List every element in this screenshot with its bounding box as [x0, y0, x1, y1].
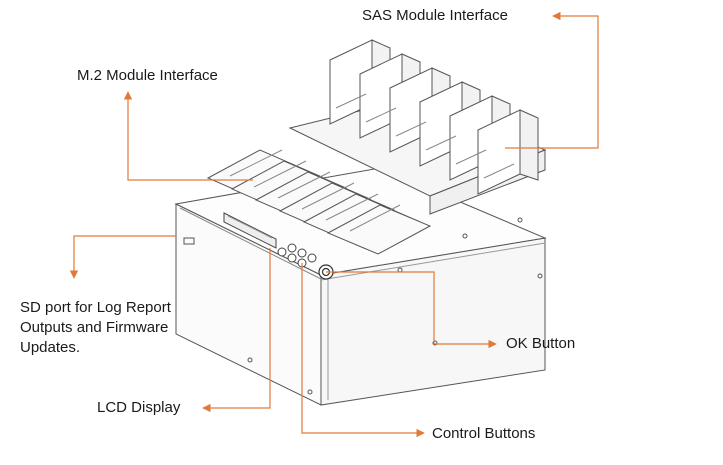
lcd-display-label: LCD Display: [97, 399, 181, 416]
m2-module-label: M.2 Module Interface: [77, 67, 218, 84]
lcd-display: [223, 212, 277, 249]
sas-module-label: SAS Module Interface: [362, 7, 508, 24]
control-buttons: [277, 243, 317, 268]
sas-modules: [288, 39, 547, 215]
front-logo: [183, 237, 195, 245]
sd-port-label-line1: SD port for Log Report: [20, 299, 171, 316]
sd-callout-line: [69, 235, 176, 279]
sd-port-label: SD port for Log Report Outputs and Firmw…: [20, 298, 220, 358]
control-callout-line: [301, 263, 425, 438]
m2-callout-line: [123, 91, 253, 181]
sas-callout-line: [505, 11, 599, 149]
lcd-callout-line: [202, 248, 271, 413]
ok-callout-line: [326, 271, 497, 349]
sd-port-label-line2: Outputs and Firmware: [20, 319, 169, 336]
ok-button-label: OK Button: [506, 335, 576, 352]
m2-module-bays: [206, 149, 432, 255]
control-buttons-label: Control Buttons: [432, 425, 536, 442]
sd-port-label-line3: Updates.: [20, 339, 81, 356]
callout-lines: [69, 11, 599, 438]
